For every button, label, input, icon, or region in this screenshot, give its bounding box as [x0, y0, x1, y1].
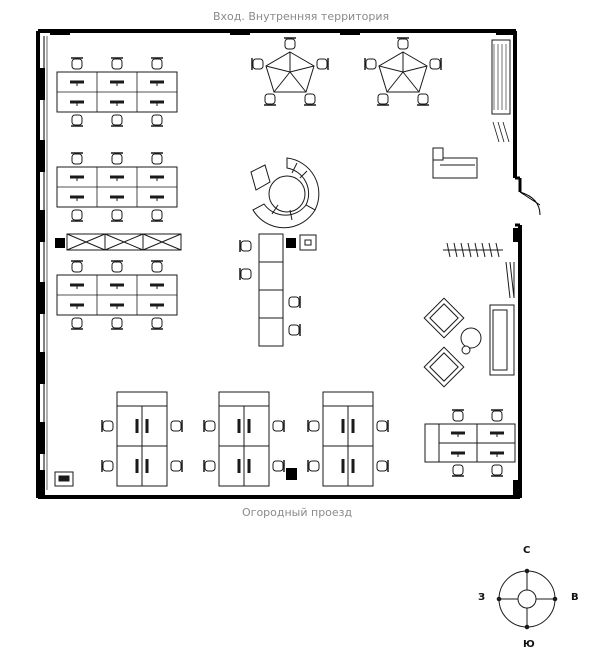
office-chair [110, 209, 124, 222]
printer [54, 471, 74, 487]
bottom-desk-cluster-2 [218, 391, 270, 487]
office-chair [251, 57, 264, 71]
lounge-armchair-2 [423, 346, 465, 388]
office-chair [429, 57, 442, 71]
office-chair [364, 57, 377, 71]
office-chair [110, 152, 124, 165]
outer-walls [36, 29, 541, 499]
office-chair [272, 459, 285, 473]
compass-west-label: З [478, 592, 486, 603]
central-long-table [258, 233, 284, 347]
office-chair [316, 57, 329, 71]
office-chair [150, 317, 164, 330]
compass-north-label: С [523, 545, 531, 556]
office-chair [451, 464, 465, 477]
lounge-sofa [489, 304, 515, 376]
office-chair [239, 239, 252, 253]
monitor-icon [145, 459, 149, 473]
office-chair [150, 152, 164, 165]
office-chair [70, 209, 84, 222]
office-chair [376, 419, 389, 433]
office-chair [376, 459, 389, 473]
office-chair [203, 459, 216, 473]
office-chair [70, 152, 84, 165]
office-chair [101, 459, 114, 473]
monitor-icon [247, 459, 251, 473]
entrance-label: Вход. Внутренняя территория [213, 10, 390, 23]
office-chair [307, 459, 320, 473]
office-chair [70, 317, 84, 330]
monitor-icon [135, 419, 139, 433]
monitor-icon [351, 459, 355, 473]
reception-desk [432, 147, 478, 179]
pinwheel-workstation-2 [378, 51, 428, 93]
office-chair [70, 57, 84, 70]
lounge-armchair-1 [423, 297, 465, 339]
office-chair [396, 37, 410, 50]
office-chair [272, 419, 285, 433]
bottom-desk-cluster-1 [116, 391, 168, 487]
monitor-icon [237, 459, 241, 473]
monitor-icon [247, 419, 251, 433]
lounge-coffee-table [460, 327, 482, 355]
monitor-icon [351, 419, 355, 433]
storage-rack [66, 233, 182, 251]
round-meeting-pod [250, 157, 320, 229]
office-chair [416, 93, 430, 106]
office-chair [101, 419, 114, 433]
office-chair [150, 114, 164, 127]
office-chair [307, 419, 320, 433]
compass-south-label: Ю [523, 639, 535, 650]
monitor-icon [341, 419, 345, 433]
office-chair [303, 93, 317, 106]
office-chair [283, 37, 297, 50]
office-chair [150, 57, 164, 70]
wall-columns [36, 29, 522, 498]
office-chair [70, 114, 84, 127]
monitor-icon [341, 459, 345, 473]
compass [496, 568, 558, 630]
street-label: Огородный проезд [242, 506, 353, 519]
compass-east-label: В [571, 592, 579, 603]
office-chair [170, 459, 183, 473]
office-chair [490, 464, 504, 477]
office-chair [288, 323, 301, 337]
monitor-icon [145, 419, 149, 433]
pinwheel-workstation-1 [265, 51, 315, 93]
office-chair [150, 209, 164, 222]
bottom-desk-cluster-3 [322, 391, 374, 487]
coat-rack [443, 242, 515, 299]
office-chair [110, 317, 124, 330]
office-chair [110, 114, 124, 127]
office-chair [288, 295, 301, 309]
right-desk-cluster [424, 423, 516, 463]
office-chair [70, 260, 84, 273]
office-chair [110, 57, 124, 70]
office-chair [203, 419, 216, 433]
monitor-icon [237, 419, 241, 433]
office-chair [451, 409, 465, 422]
coffee-machine [299, 234, 317, 251]
office-chair [239, 267, 252, 281]
office-chair [110, 260, 124, 273]
office-chair [150, 260, 164, 273]
office-chair [490, 409, 504, 422]
monitor-icon [135, 459, 139, 473]
office-chair [170, 419, 183, 433]
office-chair [376, 93, 390, 106]
wall-shelves [491, 39, 511, 143]
office-chair [263, 93, 277, 106]
